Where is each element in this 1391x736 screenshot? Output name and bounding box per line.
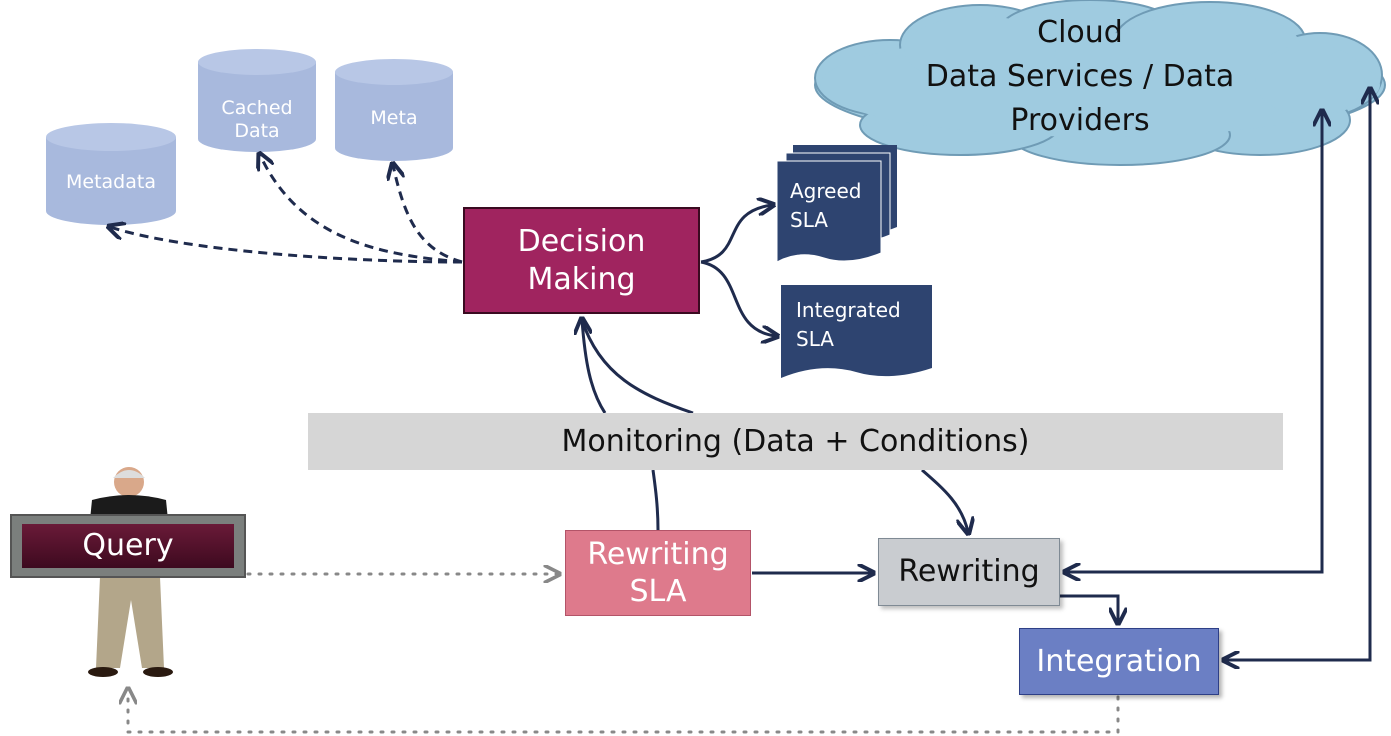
decision-line-1: Decision <box>517 224 646 259</box>
cloud-line-1: Cloud <box>1037 15 1123 50</box>
edge-decision-to-agreed-sla <box>700 205 772 264</box>
edge-decision-to-meta <box>393 165 463 264</box>
edge-integration-to-user <box>128 690 1120 734</box>
rewriting-sla-line-2: SLA <box>629 574 687 609</box>
integrated-sla-label: Integrated SLA <box>796 298 901 351</box>
edge-rewriting-to-integration <box>1060 594 1118 622</box>
edge-integration-cloud <box>1225 90 1370 660</box>
query-sign: Query <box>10 514 246 578</box>
edge-rewriting-cloud <box>1066 112 1322 572</box>
rewriting-sla-line-1: Rewriting <box>587 536 729 572</box>
agreed-sla-document-shape <box>776 145 897 263</box>
edge-rewriting-sla-to-monitoring <box>651 469 660 531</box>
agreed-sla-label: Agreed SLA <box>790 179 862 232</box>
monitoring-bar: Monitoring (Data + Conditions) <box>308 413 1283 470</box>
person-figure <box>88 467 173 677</box>
metadata-store-label: Metadata <box>66 170 156 193</box>
cloud-line-2: Data Services / Data <box>925 59 1235 94</box>
rewriting-sla-node: Rewriting SLA <box>565 530 751 616</box>
meta-store-label: Meta <box>370 106 418 129</box>
edge-monitoring-to-rewriting <box>921 468 968 532</box>
cloud-data-services-label: Cloud Data Services / Data Providers <box>900 12 1260 142</box>
cached-data-store-label: Cached Data <box>221 97 293 142</box>
decision-line-2: Making <box>527 261 636 297</box>
edge-monitoring-right-to-decision <box>580 319 694 415</box>
cached-data-store-shape <box>198 49 316 152</box>
rewriting-node: Rewriting <box>878 538 1060 606</box>
metadata-store-shape <box>46 123 176 225</box>
edge-decision-to-metadata <box>110 227 463 264</box>
query-label: Query <box>22 524 234 568</box>
cloud-line-3: Providers <box>1010 103 1150 138</box>
edge-decision-to-integrated-sla <box>700 260 776 336</box>
integration-node: Integration <box>1019 628 1219 695</box>
integrated-sla-document-shape <box>781 285 932 378</box>
edge-monitoring-left-to-decision <box>582 320 607 414</box>
meta-store-shape <box>335 59 453 161</box>
decision-making-node: Decision Making <box>463 207 700 314</box>
edge-decision-to-cached-data <box>260 155 463 264</box>
